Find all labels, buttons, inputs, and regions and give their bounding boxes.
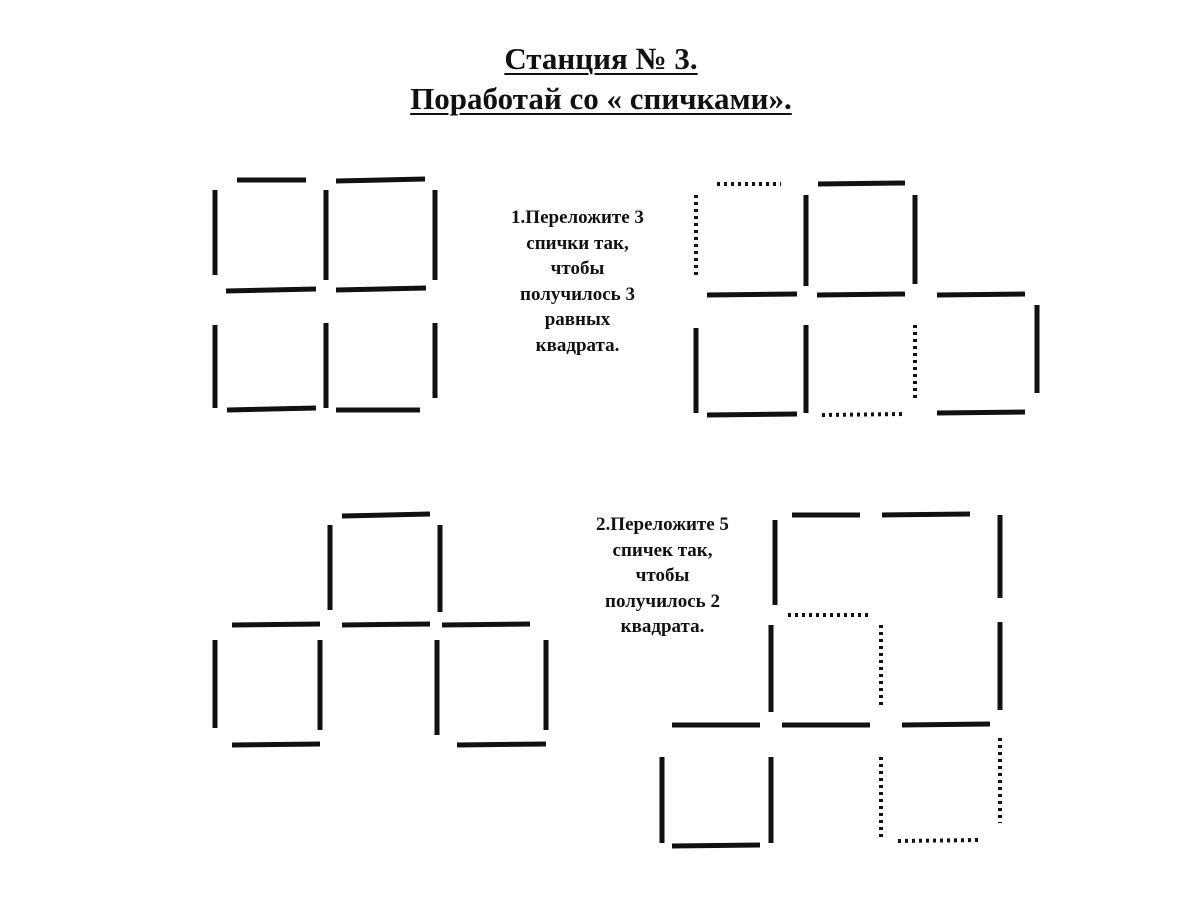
task-2-instructions: 2.Переложите 5 спичек так, чтобы получил… (596, 514, 729, 637)
page-subtitle-text: Поработай со « спичками». (410, 81, 792, 116)
matchstick (671, 842, 761, 849)
matchstick (936, 409, 1026, 416)
matchstick (226, 405, 317, 413)
matchstick (706, 291, 798, 298)
matchstick (901, 721, 991, 728)
page-subtitle: Поработай со « спичками». (0, 80, 1202, 118)
moved-matchstick (821, 412, 906, 417)
matchstick (881, 511, 971, 518)
task-2-initial-figure (212, 511, 549, 748)
matchstick (335, 285, 427, 293)
moved-matchstick (897, 838, 981, 843)
task-1-initial-figure (212, 176, 438, 413)
page-title: Станция № 3. (0, 40, 1202, 78)
matchstick (225, 286, 317, 294)
matchstick (341, 511, 431, 519)
matchstick (706, 411, 798, 418)
matchstick (335, 176, 426, 184)
matchstick (231, 741, 321, 748)
matchstick (816, 291, 906, 298)
task-1-instructions: 1.Переложите 3 спички так, чтобы получил… (511, 207, 644, 356)
matchstick (341, 621, 431, 628)
matchstick (456, 741, 547, 748)
matchstick (936, 291, 1026, 298)
matchstick (441, 621, 531, 628)
task-2-solution-figure (659, 511, 1003, 849)
page-title-text: Станция № 3. (504, 41, 698, 76)
matchstick (817, 180, 906, 187)
matchstick (231, 621, 321, 628)
task-1-solution-figure (693, 180, 1040, 418)
